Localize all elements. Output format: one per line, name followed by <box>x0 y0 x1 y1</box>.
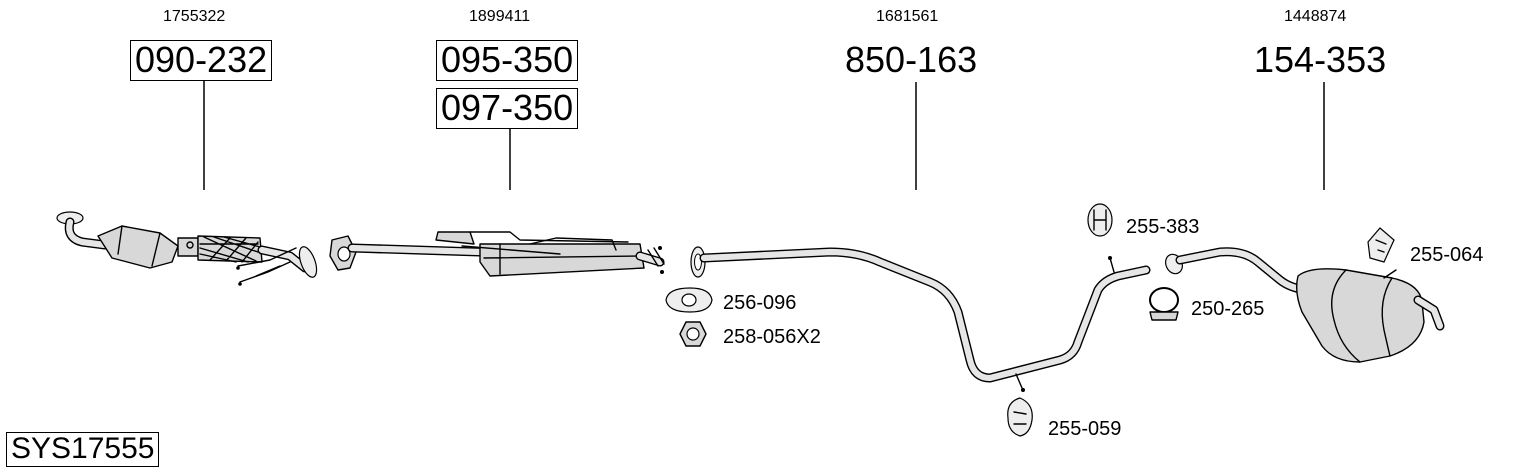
oe-number-1: 1755322 <box>163 8 226 25</box>
system-code-label: SYS17555 <box>6 432 160 467</box>
oe-number-2: 1899411 <box>469 8 531 25</box>
accessory-label-255-059[interactable]: 255-059 <box>1048 418 1122 440</box>
oe-number-3: 1681561 <box>876 8 939 25</box>
part-number-090-232[interactable]: 090-232 <box>130 40 273 81</box>
rubber-mount-icon <box>1367 227 1395 263</box>
part-number-097-350[interactable]: 097-350 <box>436 88 579 129</box>
hex-nut-icon <box>679 321 707 347</box>
accessory-label-258-056X2[interactable]: 258-056X2 <box>723 326 821 348</box>
accessory-label-255-383[interactable]: 255-383 <box>1126 216 1200 238</box>
accessory-label-255-064[interactable]: 255-064 <box>1410 244 1484 266</box>
front-pipe-catalyst-drawing <box>56 211 318 286</box>
pipe-clamp-icon <box>1149 287 1179 321</box>
accessory-label-250-265[interactable]: 250-265 <box>1191 298 1265 320</box>
flange-gasket-icon <box>665 287 713 313</box>
part-number-154-353[interactable]: 154-353 <box>1254 39 1387 80</box>
accessory-label-256-096[interactable]: 256-096 <box>723 292 797 314</box>
intermediate-pipe-drawing <box>690 246 1151 392</box>
oe-number-4: 1448874 <box>1284 8 1347 25</box>
rubber-mount-icon <box>1007 397 1033 437</box>
rear-silencer-drawing <box>1165 247 1445 363</box>
middle-pipe-resonator-drawing <box>329 231 665 277</box>
part-number-850-163[interactable]: 850-163 <box>845 39 978 80</box>
rubber-hanger-ring-icon <box>1087 203 1113 237</box>
part-number-095-350[interactable]: 095-350 <box>436 40 579 81</box>
